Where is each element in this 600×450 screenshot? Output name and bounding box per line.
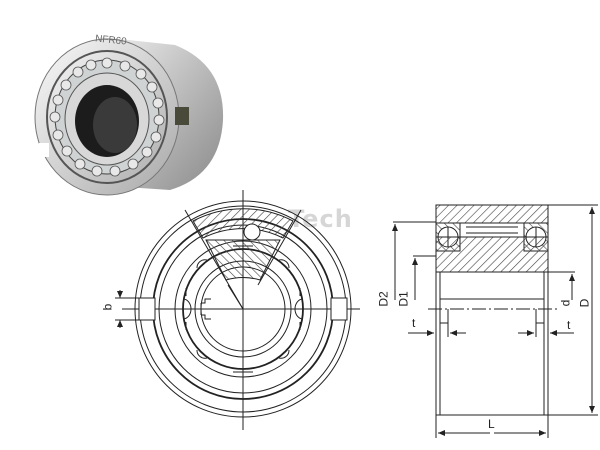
dimension-label-b: b (100, 303, 115, 311)
bearing-photo-graphic (34, 37, 224, 196)
dimension-label-D: D (577, 298, 592, 308)
dimension-label-t-left: t (412, 316, 416, 330)
dimension-label-L: L (488, 417, 495, 431)
front-view (115, 190, 360, 430)
dimension-label-t-right: t (567, 318, 571, 332)
side-view (392, 204, 598, 438)
dimension-label-d: d (558, 299, 573, 307)
bearing-photo: NFR60 (25, 25, 235, 200)
dimension-label-D2: D2 (376, 291, 391, 307)
dimension-label-D1: D1 (396, 291, 411, 307)
watermark: Tech (288, 205, 353, 233)
